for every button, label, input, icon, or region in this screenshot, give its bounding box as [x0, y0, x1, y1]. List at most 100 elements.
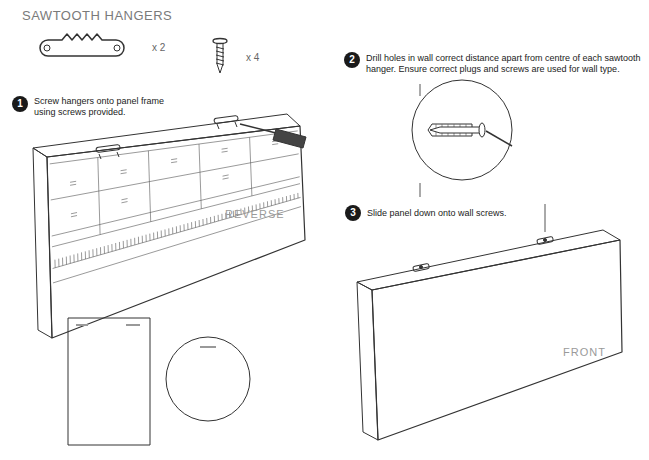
panel-frame-line [183, 224, 184, 231]
panel-frame-line [71, 216, 77, 217]
panel-frame-line [176, 226, 177, 233]
panel-frame-line [81, 252, 82, 260]
panel-frame-line [149, 234, 150, 241]
callout-number: 1 [12, 96, 28, 112]
panel-frame-line [195, 221, 196, 227]
panel-frame-line [222, 148, 228, 150]
panel-frame-line [223, 175, 229, 176]
panel-frame-line [164, 229, 165, 236]
panel-frame-line [187, 223, 188, 230]
hanger-hole [44, 45, 50, 51]
panel-frame-line [148, 151, 150, 222]
panel-frame-line [121, 169, 127, 171]
panel-frame-line [210, 217, 211, 223]
panel-frame-line [98, 158, 100, 235]
screw-head [213, 39, 227, 44]
panel-face [372, 240, 622, 440]
panel-frame-line [58, 259, 59, 267]
panel-frame-line [206, 218, 207, 224]
panel-frame-line [130, 239, 131, 246]
panel-frame-line [161, 230, 162, 237]
panel-frame-line [53, 197, 301, 268]
panel-frame-line [286, 196, 287, 201]
panel-frame-line [62, 258, 63, 266]
panel-frame-line [223, 178, 229, 179]
panel-frame-line [171, 161, 177, 163]
hanger-hole [114, 45, 120, 51]
panel-frame-line [218, 215, 219, 221]
panel-top [357, 230, 620, 290]
panel-frame-line [275, 199, 276, 204]
detail-screw-head [479, 123, 485, 137]
screw-shank [217, 43, 223, 73]
panel-frame-line [142, 236, 143, 243]
instruction-text: Slide panel down onto wall screws. [367, 208, 539, 219]
template-circle [166, 337, 250, 421]
panel-frame-line [168, 228, 169, 235]
panel-frame-line [191, 222, 192, 228]
hanger-slot [413, 263, 430, 271]
panel-frame-line [123, 241, 124, 248]
screw-thread [216, 47, 224, 65]
panel-frame-line [180, 225, 181, 232]
panel-frame-line [222, 151, 228, 153]
panel-frame-line [282, 197, 283, 202]
panel-frame-line [121, 199, 127, 200]
quantity: x 2 [152, 42, 165, 53]
panel: REVERSE [223, 206, 287, 222]
panel-frame-line [96, 248, 97, 256]
panel-frame-line [66, 257, 67, 265]
panel-top [33, 114, 300, 157]
panel-frame-line [250, 137, 252, 196]
panel: FRONT [561, 344, 608, 360]
panel-frame-line [53, 207, 301, 283]
panel-frame-line [85, 251, 86, 259]
panel-frame-line [111, 244, 112, 251]
panel-frame-line [52, 184, 300, 247]
screwdriver-shaft [240, 124, 276, 133]
title: SAWTOOTH HANGERS [22, 8, 172, 23]
template-rect [68, 318, 150, 445]
panel-frame-line [146, 235, 147, 242]
panel-frame-line [199, 220, 200, 226]
panel-frame-line [263, 202, 264, 208]
panel-frame-line [267, 201, 268, 207]
panel-frame-line [278, 198, 279, 203]
callout-number: 3 [345, 205, 361, 221]
panel-frame-line [89, 250, 90, 258]
panel-frame-line [221, 214, 222, 220]
screw [99, 122, 237, 159]
panel-frame-line [157, 232, 158, 239]
hanger-slot [537, 236, 554, 244]
panel-frame-line [70, 256, 71, 264]
panel-frame-line [119, 242, 120, 249]
panel-frame-line [138, 237, 139, 244]
panel-frame-line [71, 213, 77, 214]
panel-frame-line [92, 249, 93, 257]
panel-face [47, 126, 305, 338]
panel-frame-line [172, 227, 173, 234]
detail-circle [412, 80, 512, 180]
panel-frame-line [77, 253, 78, 261]
screwdriver-handle [273, 129, 306, 148]
panel-frame-line [134, 238, 135, 245]
panel-frame-line [121, 172, 127, 174]
panel-frame-line [108, 245, 109, 252]
panel-frame-line [153, 233, 154, 240]
panel-frame-line [70, 181, 76, 182]
panel-frame-line [52, 177, 300, 236]
panel-frame-line [127, 240, 128, 247]
callout-number: 2 [344, 52, 360, 68]
panel-frame-line [70, 184, 76, 185]
panel-frame-line [121, 202, 127, 203]
instruction-text: Drill holes in wall correct distance apa… [366, 53, 641, 76]
detail-screw [430, 127, 480, 133]
panel-frame-line [272, 143, 278, 145]
panel-frame-line [199, 144, 201, 209]
panel-frame-line [214, 216, 215, 222]
panel-frame-line [202, 219, 203, 225]
panel-frame-line [50, 131, 298, 164]
panel-frame-line [271, 200, 272, 206]
panel-label: FRONT [563, 346, 606, 358]
panel-frame-line [51, 154, 299, 200]
